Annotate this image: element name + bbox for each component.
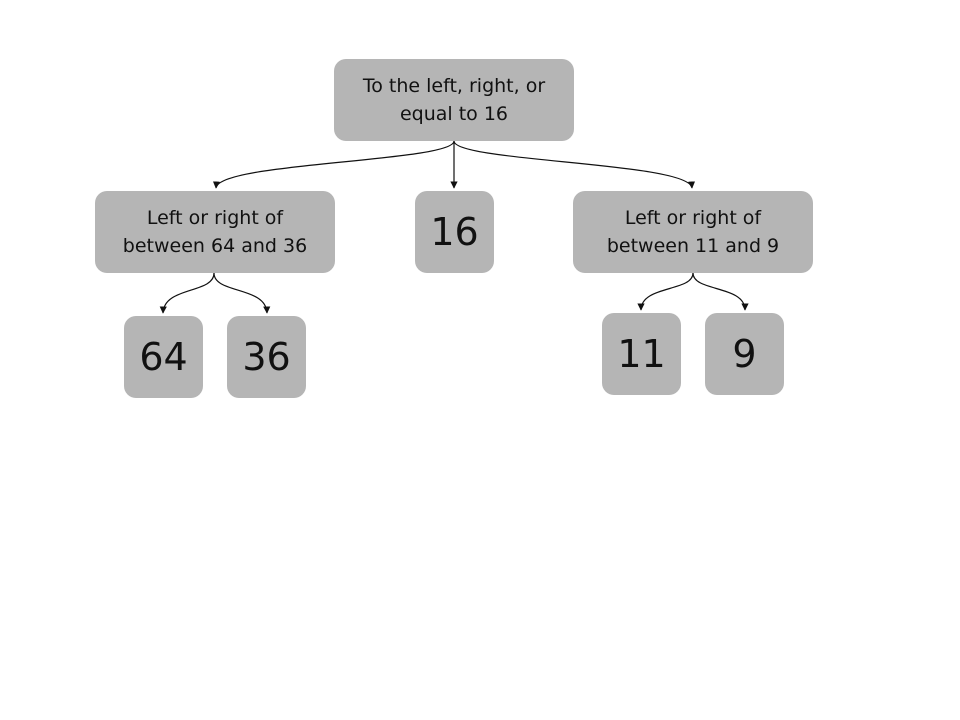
connector-left-question-to-64 (159, 272, 215, 314)
left-decision-node: Left or right of between 64 and 36 (95, 191, 335, 273)
root-decision-node: To the left, right, or equal to 16 (334, 59, 574, 141)
leaf-value-11: 11 (617, 332, 666, 376)
connector-left-question-to-36 (213, 272, 271, 314)
connector-root-to-right-question (453, 140, 696, 189)
left-decision-label: Left or right of between 64 and 36 (122, 207, 308, 257)
middle-leaf-node: 16 (415, 191, 494, 273)
connector-root-to-left-question (212, 140, 455, 189)
leaf-node-64: 64 (124, 316, 203, 398)
leaf-node-11: 11 (602, 313, 681, 395)
middle-leaf-value: 16 (430, 210, 479, 254)
leaf-value-36: 36 (242, 335, 291, 379)
connector-right-question-to-9 (692, 272, 749, 311)
leaf-node-36: 36 (227, 316, 306, 398)
leaf-node-9: 9 (705, 313, 784, 395)
right-decision-label: Left or right of between 11 and 9 (606, 207, 780, 257)
leaf-value-9: 9 (732, 332, 757, 376)
leaf-value-64: 64 (139, 335, 188, 379)
right-decision-node: Left or right of between 11 and 9 (573, 191, 813, 273)
root-decision-label: To the left, right, or equal to 16 (362, 75, 546, 125)
connector-right-question-to-11 (637, 272, 694, 311)
